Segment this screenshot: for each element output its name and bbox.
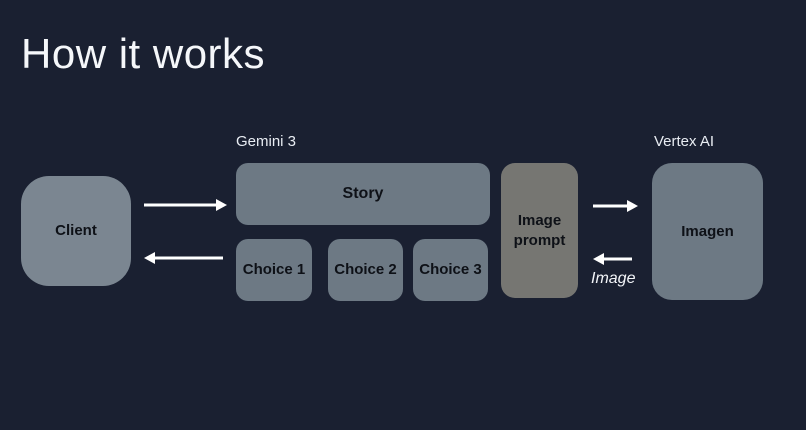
arrow-prompt-to-imagen-icon <box>593 199 638 213</box>
image-prompt-node: Image prompt <box>501 163 578 298</box>
arrow-shaft <box>593 204 629 208</box>
arrow-imagen-to-prompt-icon <box>593 252 632 266</box>
choice-2-node: Choice 2 <box>328 239 403 301</box>
arrow-client-to-gemini-icon <box>144 198 227 212</box>
story-node: Story <box>236 163 490 225</box>
choice-1-node: Choice 1 <box>236 239 312 301</box>
vertex-group-label: Vertex AI <box>654 133 715 150</box>
image-return-label: Image <box>591 270 636 287</box>
client-node-label: Client <box>55 222 97 240</box>
choice-2-label: Choice 2 <box>334 261 397 279</box>
arrow-shaft <box>153 256 223 260</box>
imagen-node: Imagen <box>652 163 763 300</box>
imagen-node-label: Imagen <box>681 222 734 240</box>
image-prompt-label: Image prompt <box>513 212 566 249</box>
arrow-head <box>593 253 604 265</box>
page-title: How it works <box>21 30 266 77</box>
gemini-group-label: Gemini 3 <box>236 133 297 150</box>
arrow-shaft <box>602 257 632 261</box>
choice-3-node: Choice 3 <box>413 239 488 301</box>
arrow-head <box>144 252 155 264</box>
story-node-label: Story <box>342 184 384 202</box>
arrow-shaft <box>144 203 218 207</box>
choice-1-label: Choice 1 <box>242 261 306 279</box>
arrow-gemini-to-client-icon <box>144 251 223 265</box>
choice-3-label: Choice 3 <box>419 261 482 279</box>
client-node: Client <box>21 176 131 286</box>
arrow-head <box>627 200 638 212</box>
arrow-head <box>216 199 227 211</box>
